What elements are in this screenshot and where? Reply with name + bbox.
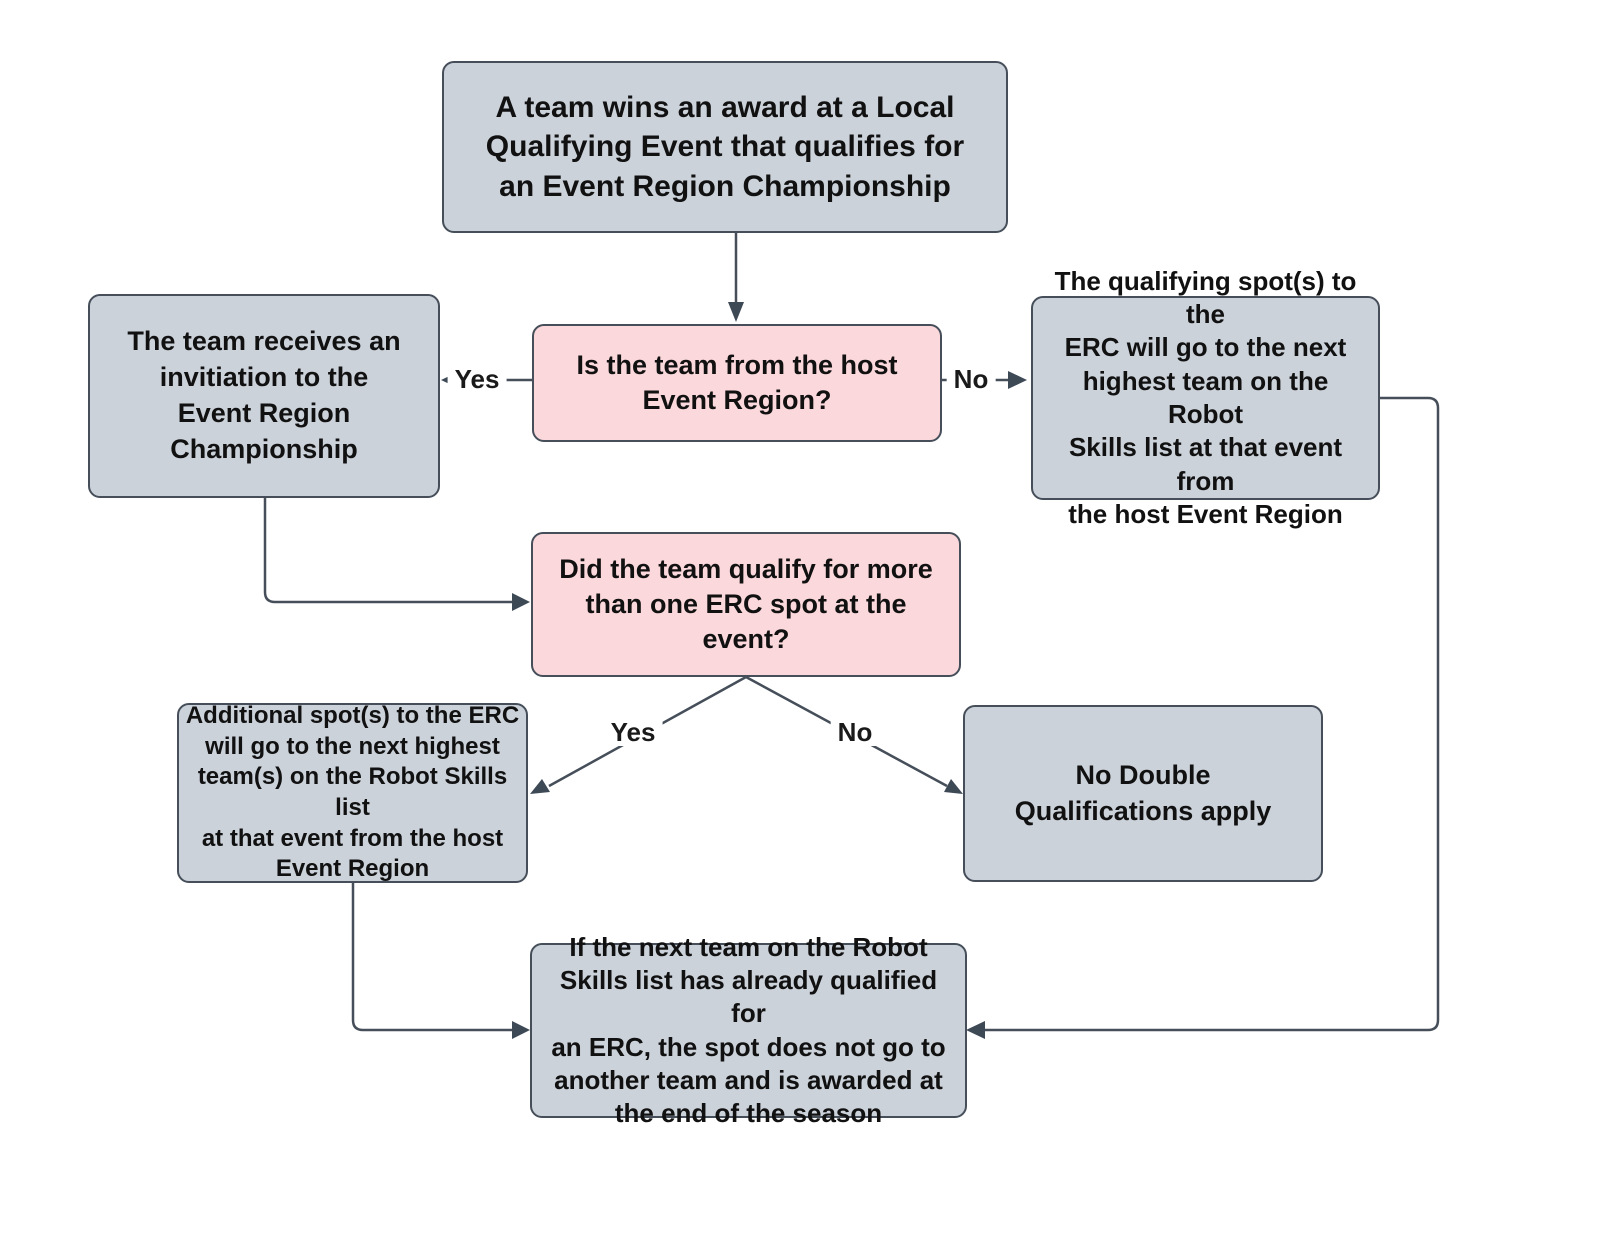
node-no-double: No Double Qualifications apply [963,705,1323,882]
node-additional-spots-text: Additional spot(s) to the ERC will go to… [185,701,520,883]
connector-invitation-to-more-decision [263,498,513,604]
node-qualifying-spot-text: The qualifying spot(s) to the ERC will g… [1054,265,1357,529]
node-season-award: If the next team on the Robot Skills lis… [530,932,967,1128]
arrowhead-diagonal-left-icon [530,779,550,794]
connector-qualifying-to-season [985,396,1440,1032]
edge-label-more-yes: Yes [603,718,663,746]
arrowhead-down-icon [728,302,744,322]
node-more-decision: Did the team qualify for more than one E… [531,532,961,677]
node-invitation: The team receives an invitiation to the … [88,294,440,498]
node-no-double-text: No Double Qualifications apply [1014,759,1272,826]
arrowhead-right-icon [512,1021,530,1039]
arrowhead-right-icon [512,593,530,611]
edge-label-more-no: No [830,718,880,746]
node-season-award-text: If the next team on the Robot Skills lis… [551,932,946,1128]
edge-label-host-yes: Yes [447,365,507,393]
arrowhead-right-icon [1008,371,1027,389]
arrowhead-left-icon [966,1021,985,1039]
node-qualifying-spot: The qualifying spot(s) to the ERC will g… [1031,266,1380,529]
node-start-text: A team wins an award at a Local Qualifyi… [485,90,965,203]
node-additional-spots: Additional spot(s) to the ERC will go to… [177,701,528,883]
arrowhead-diagonal-right-icon [944,779,963,794]
node-start: A team wins an award at a Local Qualifyi… [442,61,1008,233]
node-more-decision-text: Did the team qualify for more than one E… [559,553,933,655]
node-invitation-text: The team receives an invitiation to the … [127,326,401,464]
edge-label-host-no: No [946,365,996,393]
connector-additional-to-season [351,883,512,1032]
node-host-decision-text: Is the team from the host Event Region? [576,349,898,415]
node-host-decision: Is the team from the host Event Region? [532,324,942,442]
